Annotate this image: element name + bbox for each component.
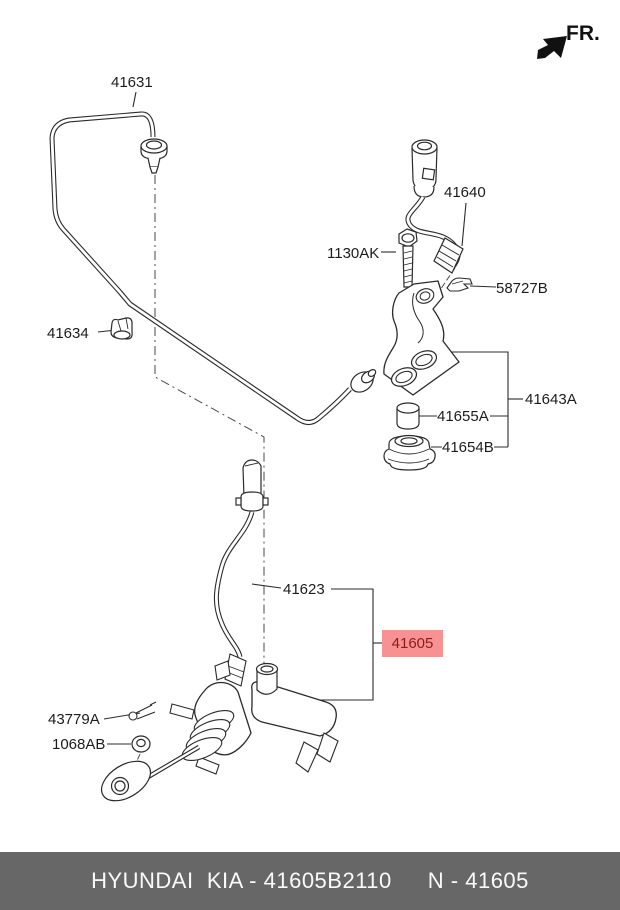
- part-label-43779a[interactable]: 43779A: [48, 711, 100, 728]
- part-label-41634[interactable]: 41634: [47, 325, 89, 342]
- boot-bellows: [181, 709, 235, 762]
- clip-58727b: [446, 277, 473, 292]
- pushrod-eye: [100, 760, 152, 802]
- grommet-41654b: [383, 434, 436, 471]
- clutch-pipe-41631: [49, 111, 377, 425]
- reservoir-hose-41623: [213, 459, 269, 687]
- pipe-clip-41634: [110, 317, 133, 340]
- fr-arrow-icon: [537, 36, 567, 59]
- part-label-1130ak[interactable]: 1130AK: [327, 245, 380, 262]
- pipe-end-fitting: [350, 369, 377, 393]
- part-label-41623[interactable]: 41623: [283, 581, 325, 598]
- part-label-1068ab[interactable]: 1068AB: [52, 736, 106, 753]
- part-label-41640[interactable]: 41640: [444, 184, 486, 201]
- part-label-41654b[interactable]: 41654B: [442, 439, 494, 456]
- footer-part-number: N - 41605: [427, 868, 529, 893]
- cotter-pin-43779a: [128, 701, 157, 721]
- part-label-41605-selected[interactable]: 41605: [382, 630, 443, 657]
- washer-1068ab: [131, 735, 151, 753]
- part-label-58727b[interactable]: 58727B: [496, 280, 548, 297]
- hose-coupling: [433, 237, 464, 274]
- master-cylinder-41605: [100, 662, 339, 802]
- pipe-grommet: [140, 138, 168, 174]
- bracket-41643a: [383, 280, 460, 396]
- parts-diagram: [49, 36, 567, 802]
- bushing-41655a: [396, 402, 420, 430]
- reservoir-port: [255, 662, 279, 695]
- part-label-41631[interactable]: 41631: [111, 74, 153, 91]
- part-label-41643a[interactable]: 41643A: [525, 391, 577, 408]
- footer-catalog-code: HYUNDAI KIA - 41605B2110: [91, 868, 392, 893]
- part-label-41655a[interactable]: 41655A: [437, 408, 489, 425]
- footer-bar: HYUNDAI KIA - 41605B2110 N - 41605: [0, 852, 620, 910]
- bolt-1130ak: [398, 228, 418, 288]
- fr-direction-label: FR.: [566, 22, 600, 45]
- clutch-hose-41640: [405, 139, 464, 274]
